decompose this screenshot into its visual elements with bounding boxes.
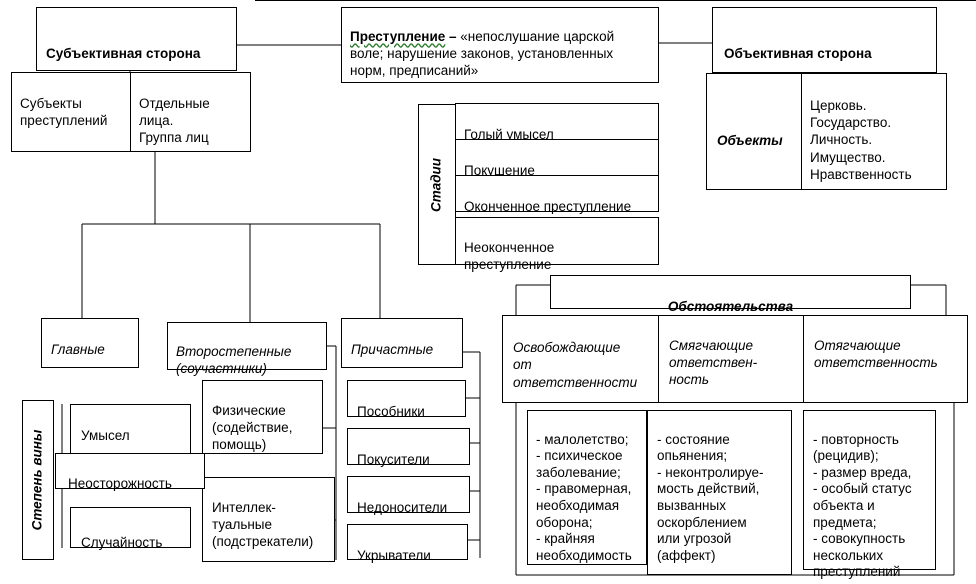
exempting-title: Освобождающие от ответственности [513,339,638,390]
objective-side-title: Объективная сторона [724,45,872,61]
stage-item: Неоконченное преступление [455,217,659,272]
involved-item-label: Покусители [357,451,430,467]
crime-definition: «непослушание царской воле; нарушение за… [350,28,615,78]
main-participants-box: Главные [41,318,139,368]
main-participants-label: Главные [51,341,105,357]
crime-definition-box: Преступление – «непослушание царской вол… [341,7,659,83]
subjects-label-box: Субъекты преступлений [11,72,131,152]
aggravating-title: Отягчающие ответственность [814,337,938,370]
intellectual-accomplices-label: Интеллек- туальные (подстрекатели) [212,499,314,549]
circumstances-title-box: Обстоятельства [550,275,911,314]
involved-item: Укрыватели [347,524,468,563]
stages-label: Стадии [428,157,444,212]
exempting-items: - малолетство; - психическое заболевание… [536,431,632,563]
subjective-side-box: Субъективная сторона [36,7,237,71]
mitigating-title: Смягчающие ответствен- ность [669,337,758,387]
involved-item: Пособники [347,380,466,419]
guilt-label: Степень вины [29,429,45,531]
guilt-item-label: Умысел [81,427,130,443]
subjects-label: Субъекты преступлений [20,95,108,128]
crime-dash: – [445,28,461,44]
stage-item: Оконченное преступление [455,175,659,214]
physical-accomplices-box: Физические (содействие, помощь) [202,380,323,454]
physical-accomplices-label: Физические (содействие, помощь) [212,402,293,452]
involved-item-label: Укрыватели [357,547,431,563]
aggravating-items: - повторность (рецидив); - размер вреда,… [813,431,912,580]
secondary-participants-label: Второстепенные (соучастники) [176,343,292,376]
involved-item: Покусители [347,428,470,467]
objects-label-box: Объекты [706,73,802,190]
guilt-item-label: Случайность [81,534,163,550]
involved-item-label: Недоносители [357,499,448,515]
mitigating-title-box: Смягчающие ответствен- ность [658,315,805,403]
aggravating-items-box: - повторность (рецидив); - размер вреда,… [803,410,936,579]
involved-item: Недоносители [347,476,470,515]
secondary-participants-box: Второстепенные (соучастники) [167,322,327,376]
exempting-title-box: Освобождающие от ответственности [502,315,662,403]
stage-item-label: Покушение [464,162,535,178]
involved-item-label: Пособники [357,403,425,419]
stages-label-box: Стадии [418,104,456,265]
involved-participants-box: Причастные [341,318,463,368]
subjects-value-box: Отдельные лица. Группа лиц [130,72,251,152]
objects-list: Церковь. Государство. Личность. Имуществ… [810,98,912,182]
mitigating-items-box: - состояние опьянения; - неконтролируе- … [647,410,792,575]
crime-title: Преступление [350,28,446,44]
stage-item: Покушение [455,139,659,178]
stage-item: Голый умысел [455,103,659,142]
objects-list-box: Церковь. Государство. Личность. Имуществ… [801,73,947,190]
guilt-item-label: Неосторожность [68,475,172,491]
exempting-items-box: - малолетство; - психическое заболевание… [527,410,647,565]
stage-item-label: Голый умысел [464,126,554,142]
stage-item-label: Неоконченное преступление [464,239,555,272]
objects-label: Объекты [717,132,783,148]
subjects-value: Отдельные лица. Группа лиц [139,95,210,145]
guilt-label-box: Степень вины [22,400,54,560]
subjective-side-title: Субъективная сторона [46,45,201,61]
guilt-item: Умысел [70,404,191,454]
aggravating-title-box: Отягчающие ответственность [803,315,968,403]
stage-item-label: Оконченное преступление [464,198,632,214]
objective-side-box: Объективная сторона [712,7,937,73]
guilt-item: Неосторожность [55,453,205,491]
intellectual-accomplices-box: Интеллек- туальные (подстрекатели) [202,477,335,562]
mitigating-items: - состояние опьянения; - неконтролируе- … [657,431,764,563]
circumstances-title: Обстоятельства [667,298,794,314]
guilt-item: Случайность [70,507,191,550]
involved-participants-label: Причастные [351,341,434,357]
